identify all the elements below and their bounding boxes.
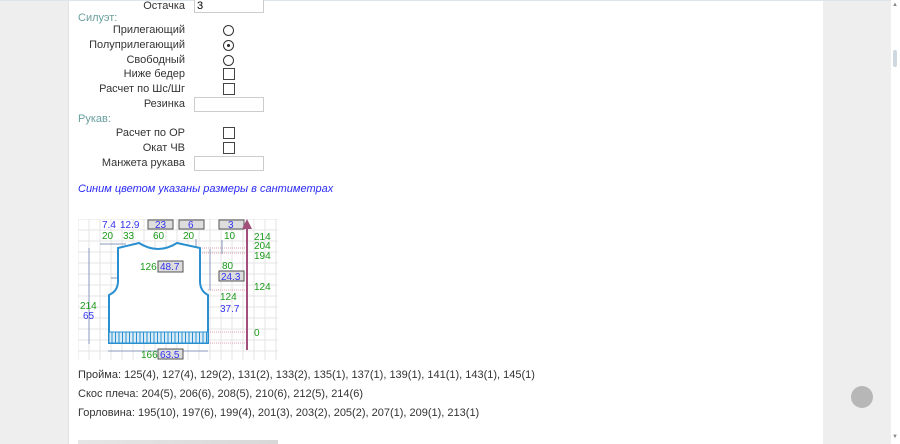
option-label: Окат ЧВ — [142, 142, 185, 154]
option-label: Расчет по Шс/Шг — [99, 83, 185, 95]
radio-semi-fitted[interactable] — [223, 40, 234, 51]
option-label: Прилегающий — [112, 24, 185, 36]
scrollbar[interactable]: ▲ ▼ — [891, 0, 900, 444]
top-blue-label: 12.9 — [120, 220, 140, 231]
top-green-label: 20 — [102, 231, 114, 242]
scale-label: 0 — [254, 328, 260, 339]
option-label: Полуприлегающий — [89, 39, 185, 51]
scale-label: 194 — [254, 251, 271, 262]
scale-label: 204 — [254, 241, 271, 252]
next-diagram-edge — [78, 440, 278, 444]
cuff-input[interactable] — [194, 156, 264, 171]
ostachka-label: Остачка — [143, 0, 185, 12]
checkbox-calc-or[interactable] — [223, 127, 235, 139]
top-box-label: 23 — [155, 220, 167, 231]
hem-box: 63.5 — [160, 350, 180, 361]
rezinka-label: Резинка — [143, 98, 185, 110]
length-blue: 65 — [83, 311, 95, 322]
hem-green: 166 — [141, 350, 158, 361]
option-label: Свободный — [126, 54, 185, 66]
checkbox-below-hips[interactable] — [223, 68, 235, 80]
checkbox-okat-chv[interactable] — [223, 142, 235, 154]
radio-fitted[interactable] — [223, 25, 234, 36]
top-green-label: 60 — [153, 231, 165, 242]
silhouette-header: Силуэт: — [78, 12, 118, 24]
top-green-label: 10 — [224, 231, 236, 242]
scrollbar-thumb[interactable] — [893, 50, 897, 67]
option-label: Ниже бедер — [123, 68, 185, 80]
armhole-green: 80 — [222, 261, 234, 272]
checkbox-calc-shs-shg[interactable] — [223, 83, 235, 95]
ostachka-input[interactable] — [194, 0, 264, 13]
length-green: 214 — [80, 301, 97, 312]
side-green: 124 — [220, 292, 237, 303]
chest-green: 126 — [140, 262, 157, 273]
units-note: Синим цветом указаны размеры в сантиметр… — [78, 183, 334, 195]
top-green-label: 33 — [123, 231, 135, 242]
result-shoulder-slope: Скос плеча: 204(5), 206(6), 208(5), 210(… — [78, 388, 363, 400]
ribbing-band — [108, 331, 209, 344]
sleeve-header: Рукав: — [78, 113, 111, 125]
top-divider — [0, 0, 900, 1]
pattern-diagram: 7.4 12.9 23 6 3 20 33 60 20 10 214 204 1… — [78, 219, 278, 361]
top-blue-label: 7.4 — [102, 220, 116, 231]
side-blue: 37.7 — [220, 304, 240, 315]
result-armhole: Пройма: 125(4), 127(4), 129(2), 131(2), … — [78, 369, 535, 381]
scroll-up-icon[interactable]: ▲ — [892, 2, 898, 8]
chest-box: 48.7 — [160, 262, 180, 273]
top-box-label: 6 — [188, 220, 194, 231]
top-green-label: 20 — [183, 231, 195, 242]
scale-label: 124 — [254, 282, 271, 293]
top-box-label: 3 — [228, 220, 234, 231]
cuff-label: Манжета рукава — [101, 157, 185, 169]
arrow-head-icon — [242, 219, 252, 229]
result-neckline: Горловина: 195(10), 197(6), 199(4), 201(… — [78, 407, 480, 419]
rezinka-input[interactable] — [194, 97, 264, 112]
option-label: Расчет по ОР — [115, 127, 185, 139]
scroll-down-icon[interactable]: ▼ — [892, 434, 898, 440]
garment-outline — [108, 241, 209, 344]
scroll-top-button[interactable] — [851, 386, 873, 408]
radio-loose[interactable] — [223, 55, 234, 66]
scale-label: 214 — [254, 232, 271, 243]
armhole-box: 24.3 — [221, 272, 241, 283]
